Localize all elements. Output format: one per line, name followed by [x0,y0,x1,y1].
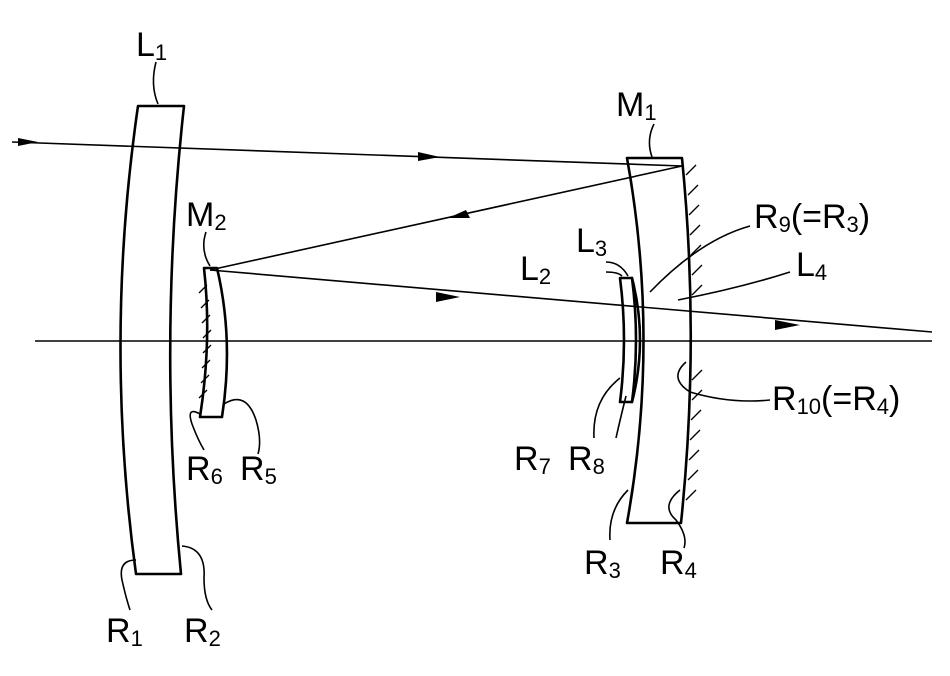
ray-arrow-4 [436,292,460,302]
incident-ray [11,141,683,167]
leader-M1 [648,123,655,158]
leader-R1 [120,559,137,611]
leader-L3 [605,261,629,277]
reflected-ray-1 [209,165,683,271]
leader-R9 [649,225,751,293]
lens-L1 [119,104,186,576]
lens-L2 [618,276,638,404]
leader-L4 [677,271,791,301]
leader-R3 [609,489,629,541]
label-R3: R3 [584,544,621,583]
label-R8: R8 [568,440,605,479]
label-L2: L2 [520,250,551,289]
label-L4: L4 [796,246,827,285]
leader-R7 [593,377,621,439]
ray-arrow-5 [775,320,800,330]
label-R7: R7 [514,440,551,479]
mirror-M2 [198,266,229,419]
leader-R5 [223,398,261,455]
ray-arrow-1 [18,138,38,146]
label-R6: R6 [186,450,223,489]
ray-arrow-3 [448,210,470,218]
mirror-M1-hatching [685,164,703,501]
mirror-M1-lens-L4 [625,156,693,525]
lens-L3 [630,276,642,404]
mirror-M2-hatching [198,284,212,399]
leader-L1 [152,61,159,105]
label-R1: R1 [106,612,143,651]
leader-R2 [181,545,213,611]
leader-L2 [605,271,623,277]
leader-M2 [202,231,211,267]
label-R2: R2 [184,612,221,651]
label-R9: R9(=R3) [754,198,870,237]
label-R4: R4 [660,544,697,583]
leader-R4 [668,489,686,549]
label-L1: L1 [136,26,167,65]
label-M2: M2 [186,196,227,235]
leader-R8 [615,395,627,439]
reflected-ray-2 [209,269,933,333]
label-R10: R10(=R4) [772,380,900,419]
ray-arrow-2 [418,152,440,161]
label-R5: R5 [240,450,277,489]
leader-R10 [677,361,771,402]
label-L3: L3 [576,222,607,261]
leader-R6 [189,410,205,451]
label-M1: M1 [616,86,657,125]
